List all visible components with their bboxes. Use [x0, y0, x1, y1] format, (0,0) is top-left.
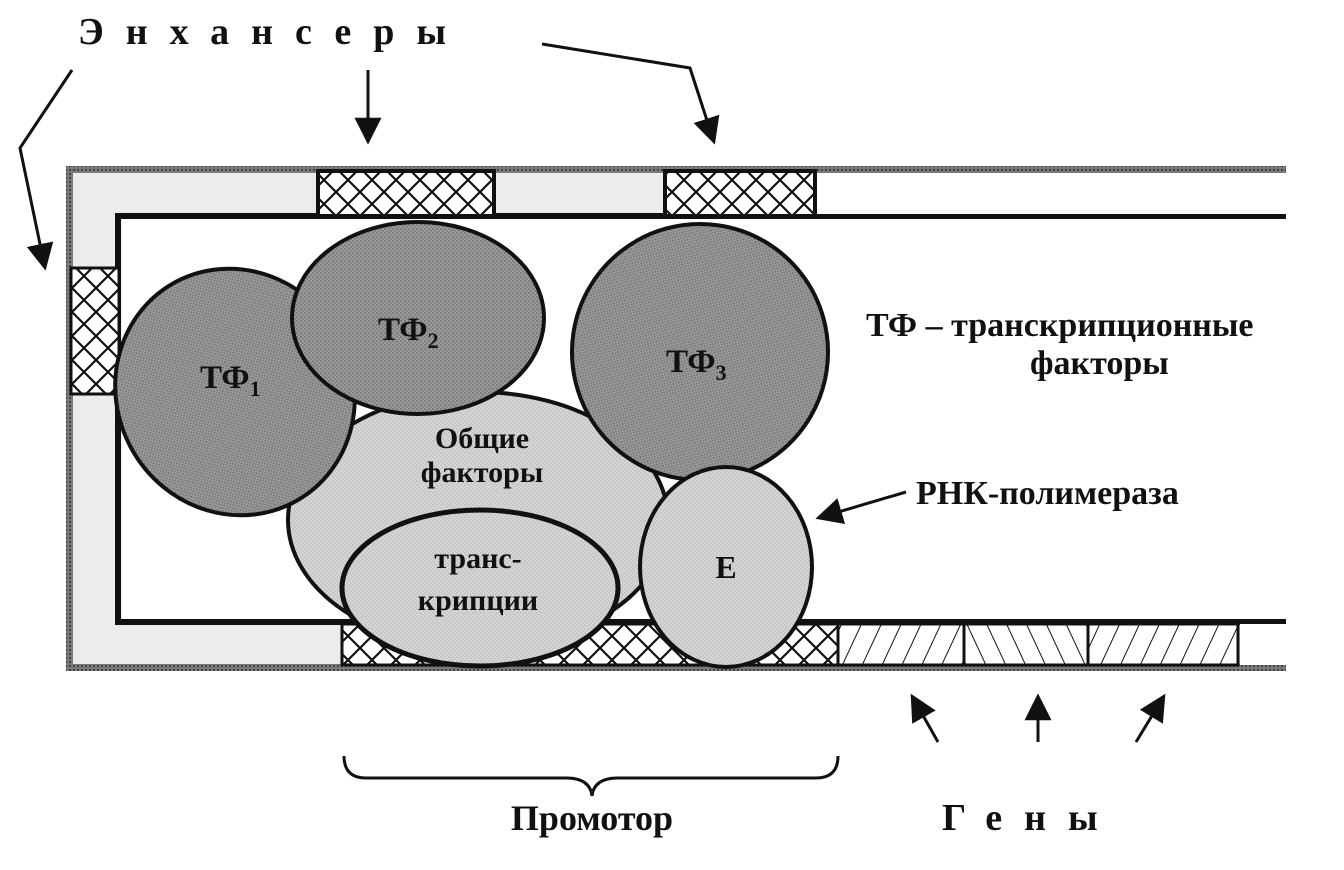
enhancer-arrow-left [18, 69, 74, 271]
tf-definition-line1: ТФ – транскрипционные [866, 307, 1254, 344]
tf1-label: ТФ1 [200, 360, 261, 401]
polymerase-arrow [815, 490, 907, 525]
polymerase-letter: Е [715, 549, 736, 585]
gene-arrow-3 [1134, 693, 1166, 743]
transcription-label-line1: транс- [434, 542, 521, 575]
gene-3 [1086, 622, 1240, 667]
tf3-ellipse [570, 222, 830, 482]
rna-polymerase-label: РНК-полимераза [916, 475, 1179, 512]
promoter-brace [342, 755, 840, 797]
enhancer-top-2 [663, 169, 817, 218]
promoter-label: Промотор [511, 798, 673, 838]
enhancer-top-1 [316, 169, 496, 218]
genes-label: Гены [942, 797, 1120, 839]
enhancer-arrows [18, 42, 720, 271]
protein-complex [113, 220, 830, 669]
rna-polymerase-circle [638, 465, 814, 669]
transcription-ellipse [339, 507, 621, 669]
transcription-label-line2: крипции [418, 584, 538, 617]
tf-definition-line2: факторы [1030, 345, 1169, 382]
tf3-label: ТФ3 [666, 344, 727, 385]
tf2-ellipse [290, 220, 546, 416]
gene-1 [836, 622, 966, 667]
general-factors-label-line2: факторы [421, 456, 544, 489]
enhancer-arrow-right [541, 42, 720, 145]
general-factors-label-line1: Общие [435, 422, 529, 455]
enhancers-label: Энхансеры [78, 11, 468, 53]
gene-arrow-1 [910, 693, 940, 743]
gene-arrows [910, 693, 1166, 743]
tf2-label: ТФ2 [378, 312, 439, 353]
gene-2 [962, 622, 1090, 667]
enhancer-left [69, 266, 121, 396]
